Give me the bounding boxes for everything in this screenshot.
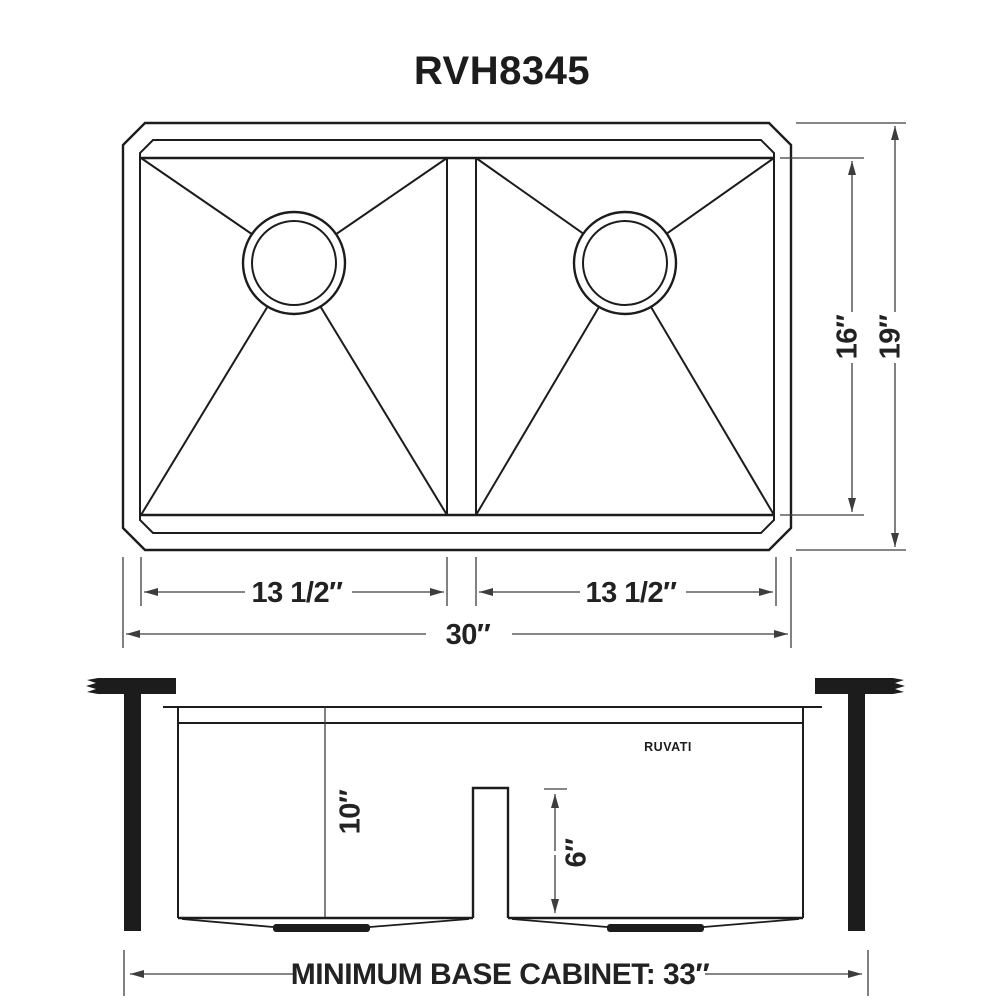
brand-logo: RUVATI: [644, 740, 692, 754]
dim-divider-height: 6″: [544, 788, 593, 913]
dim-label-overall-width: 30″: [446, 619, 491, 651]
divider-notch: [471, 786, 510, 918]
plan-view-drawing: [121, 121, 793, 552]
dim-label-left-bowl-width: 13 1/2″: [251, 577, 343, 609]
plan-inner-rim: [139, 139, 775, 534]
left-drain-assembly: [181, 918, 470, 932]
plan-outer-edge: [121, 121, 793, 552]
right-drain-assembly: [511, 918, 800, 932]
base-cabinet-label: MINIMUM BASE CABINET: 33″: [291, 958, 710, 991]
dim-label-inner-depth: 16″: [832, 314, 864, 359]
plan-dim-right: 16″ 19″: [780, 122, 907, 551]
page-title: RVH8345: [414, 49, 590, 93]
dim-label-divider-height: 6″: [561, 838, 593, 868]
base-cabinet-dimension: MINIMUM BASE CABINET: 33″: [123, 950, 869, 996]
right-bowl-drain: [572, 210, 678, 316]
left-bowl-drain: [241, 210, 347, 316]
front-view-drawing: RUVATI 10″ 6″: [86, 678, 905, 932]
right-cabinet-wall: [815, 678, 905, 931]
left-cabinet-wall: [86, 678, 176, 931]
dim-label-right-bowl-width: 13 1/2″: [585, 577, 677, 609]
dim-label-overall-depth: 19″: [875, 314, 907, 359]
dim-label-bowl-depth: 10″: [335, 789, 367, 834]
plan-dim-bottom: 13 1/2″ 13 1/2″ 30″: [122, 557, 792, 651]
